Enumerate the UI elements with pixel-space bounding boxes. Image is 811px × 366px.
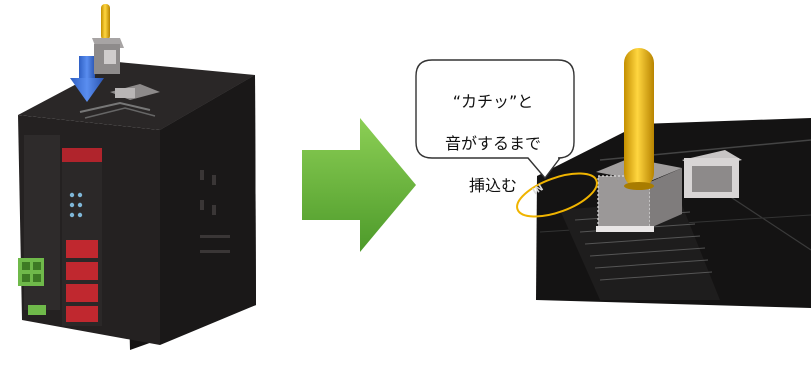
callout-line-1: “カチッ”と xyxy=(452,92,534,111)
power-supply-device xyxy=(18,62,256,350)
connector-plug-small xyxy=(92,4,124,74)
closeup-view xyxy=(536,118,811,308)
speech-bubble xyxy=(415,59,575,180)
highlight-ellipse xyxy=(516,172,598,218)
connector-lever-icon xyxy=(624,48,654,190)
callout-text: “カチッ”と 音がするまで 挿込む xyxy=(412,70,574,217)
next-step-arrow-icon xyxy=(302,118,416,252)
callout-line-2: 音がするまで xyxy=(444,134,541,153)
down-arrow-icon xyxy=(70,56,104,102)
callout-line-3: 挿込む xyxy=(468,176,517,195)
